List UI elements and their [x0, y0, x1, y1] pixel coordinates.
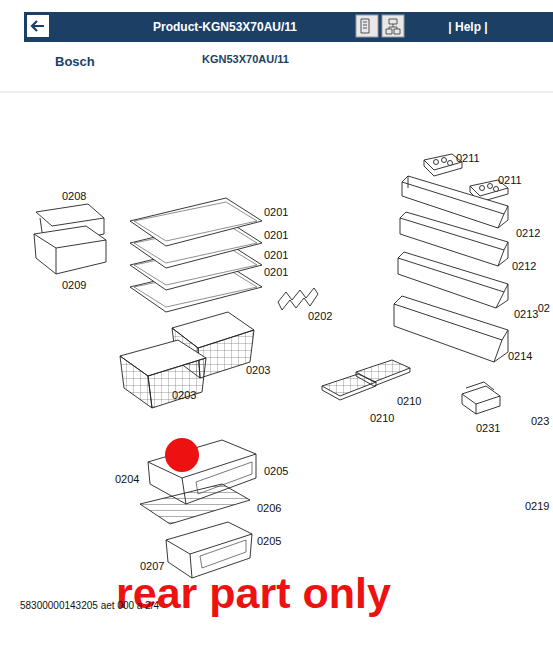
- callout-number: 0203: [246, 365, 270, 376]
- callout-number: 0214: [508, 351, 532, 362]
- model-number: KGN53X70AU/11: [202, 54, 289, 65]
- tray-lid: [36, 204, 104, 226]
- callout-number: 0210: [397, 396, 421, 407]
- page-title: Product-KGN53X70AU/11: [153, 21, 297, 33]
- tray-edge: [34, 234, 106, 274]
- callout-number: 0204: [115, 474, 139, 485]
- callout-number: 0206: [257, 503, 281, 514]
- header-band: [24, 12, 553, 42]
- back-button: [27, 15, 49, 37]
- ice-tray: [356, 360, 410, 386]
- callout-number: 0219: [525, 501, 549, 512]
- callout-number: 0209: [62, 280, 86, 291]
- callout-number: 0211: [498, 175, 522, 186]
- callout-number: 0212: [516, 228, 540, 239]
- callout-number: 0201: [264, 267, 288, 278]
- callout-number: 0210: [370, 413, 394, 424]
- callout-number: 0207: [140, 561, 164, 572]
- callout-number: 023: [531, 416, 549, 427]
- callout-number: 0202: [308, 311, 332, 322]
- callout-number: 0205: [264, 466, 288, 477]
- marker-dot: [165, 438, 199, 472]
- callout-number: 02: [538, 303, 550, 314]
- tree-icon: [382, 15, 404, 37]
- callout-number: 0201: [264, 207, 288, 218]
- brand-name: Bosch: [55, 55, 95, 68]
- callout-number: 0208: [62, 191, 86, 202]
- separator: [0, 92, 553, 93]
- document-code: 58300000143205 aet 000 a 2/4: [20, 601, 159, 611]
- callout-number: 0211: [456, 153, 480, 164]
- callout-number: 0213: [514, 309, 538, 320]
- back-arrow: [32, 21, 44, 31]
- wire-shelf: [140, 484, 250, 524]
- header-band: Product-KGN53X70AU/11 | Help |: [24, 12, 553, 42]
- doc-icon-lines: [361, 19, 369, 33]
- doc-icon: [356, 15, 378, 37]
- callout-number: 0205: [257, 536, 281, 547]
- glass-shelves: [130, 198, 262, 312]
- tray-box: [34, 226, 106, 274]
- callout-number: 0212: [512, 261, 536, 272]
- lower-drawer: [166, 522, 252, 578]
- callout-number: 0203: [172, 390, 196, 401]
- bottle-rack: [278, 288, 318, 310]
- door-shelf: [394, 296, 508, 362]
- butter-box: [462, 382, 500, 414]
- callout-number: 0231: [476, 423, 500, 434]
- tree-icon-lines: [386, 19, 400, 34]
- callout-number: 0201: [264, 250, 288, 261]
- help-link: | Help |: [448, 21, 487, 33]
- crisper-basket: [120, 340, 206, 408]
- callout-number: 0201: [264, 230, 288, 241]
